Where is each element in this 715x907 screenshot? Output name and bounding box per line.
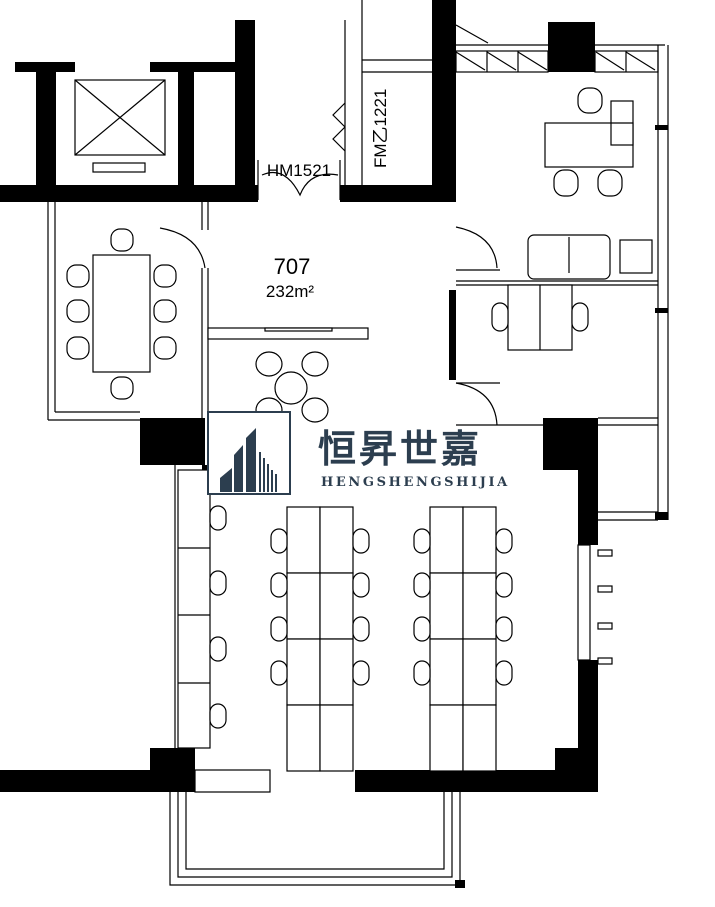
chair	[495, 660, 513, 686]
chair	[270, 660, 288, 686]
chair	[110, 376, 134, 400]
window-mullion	[597, 622, 613, 630]
chair	[153, 299, 177, 323]
chair	[413, 616, 431, 642]
desk	[319, 704, 354, 772]
chair	[153, 336, 177, 360]
chair	[209, 505, 227, 531]
desk	[319, 638, 354, 706]
desk	[286, 704, 321, 772]
desk	[429, 506, 464, 574]
office-middle-right	[455, 284, 658, 521]
chair	[413, 528, 431, 554]
corridor-lines	[257, 0, 432, 200]
logo-name-en: HENGSHENGSHIJIA	[321, 475, 510, 490]
lounge	[207, 327, 369, 423]
chair	[209, 636, 227, 662]
desk	[286, 638, 321, 706]
balcony	[169, 792, 461, 886]
chair	[209, 703, 227, 729]
elevator	[74, 79, 166, 173]
office-top-right	[455, 24, 669, 520]
desk	[286, 506, 321, 574]
room-area: 232m²	[266, 282, 315, 301]
chair	[153, 264, 177, 288]
desk	[319, 506, 354, 574]
desk	[429, 704, 464, 772]
chair	[352, 660, 370, 686]
chair	[270, 572, 288, 598]
chair	[209, 570, 227, 596]
window-mullion	[597, 585, 613, 593]
chair	[352, 572, 370, 598]
window-mullion	[597, 657, 613, 665]
company-logo: 恒昇世嘉 HENGSHENGSHIJIA	[207, 411, 510, 495]
chair	[66, 299, 90, 323]
chair	[413, 572, 431, 598]
desk	[462, 704, 497, 772]
walls	[0, 0, 668, 888]
chair	[66, 336, 90, 360]
desk	[429, 572, 464, 640]
fire-door-label: FM乙1221	[371, 89, 390, 168]
chair	[495, 616, 513, 642]
desk	[462, 638, 497, 706]
desk	[319, 572, 354, 640]
chair	[110, 228, 134, 252]
open-office	[174, 465, 613, 793]
logo-name-cn: 恒昇世嘉	[318, 426, 482, 471]
chair	[413, 660, 431, 686]
room-number: 707	[274, 254, 311, 279]
chair	[66, 264, 90, 288]
desk	[462, 572, 497, 640]
window-mullion	[597, 549, 613, 557]
chair	[270, 528, 288, 554]
chair	[495, 572, 513, 598]
main-door-label: HM1521	[267, 161, 331, 180]
desk	[462, 506, 497, 574]
desk	[286, 572, 321, 640]
chair	[495, 528, 513, 554]
chair	[352, 616, 370, 642]
chair	[270, 616, 288, 642]
chair	[352, 528, 370, 554]
meeting-room	[47, 202, 209, 421]
desk	[429, 638, 464, 706]
